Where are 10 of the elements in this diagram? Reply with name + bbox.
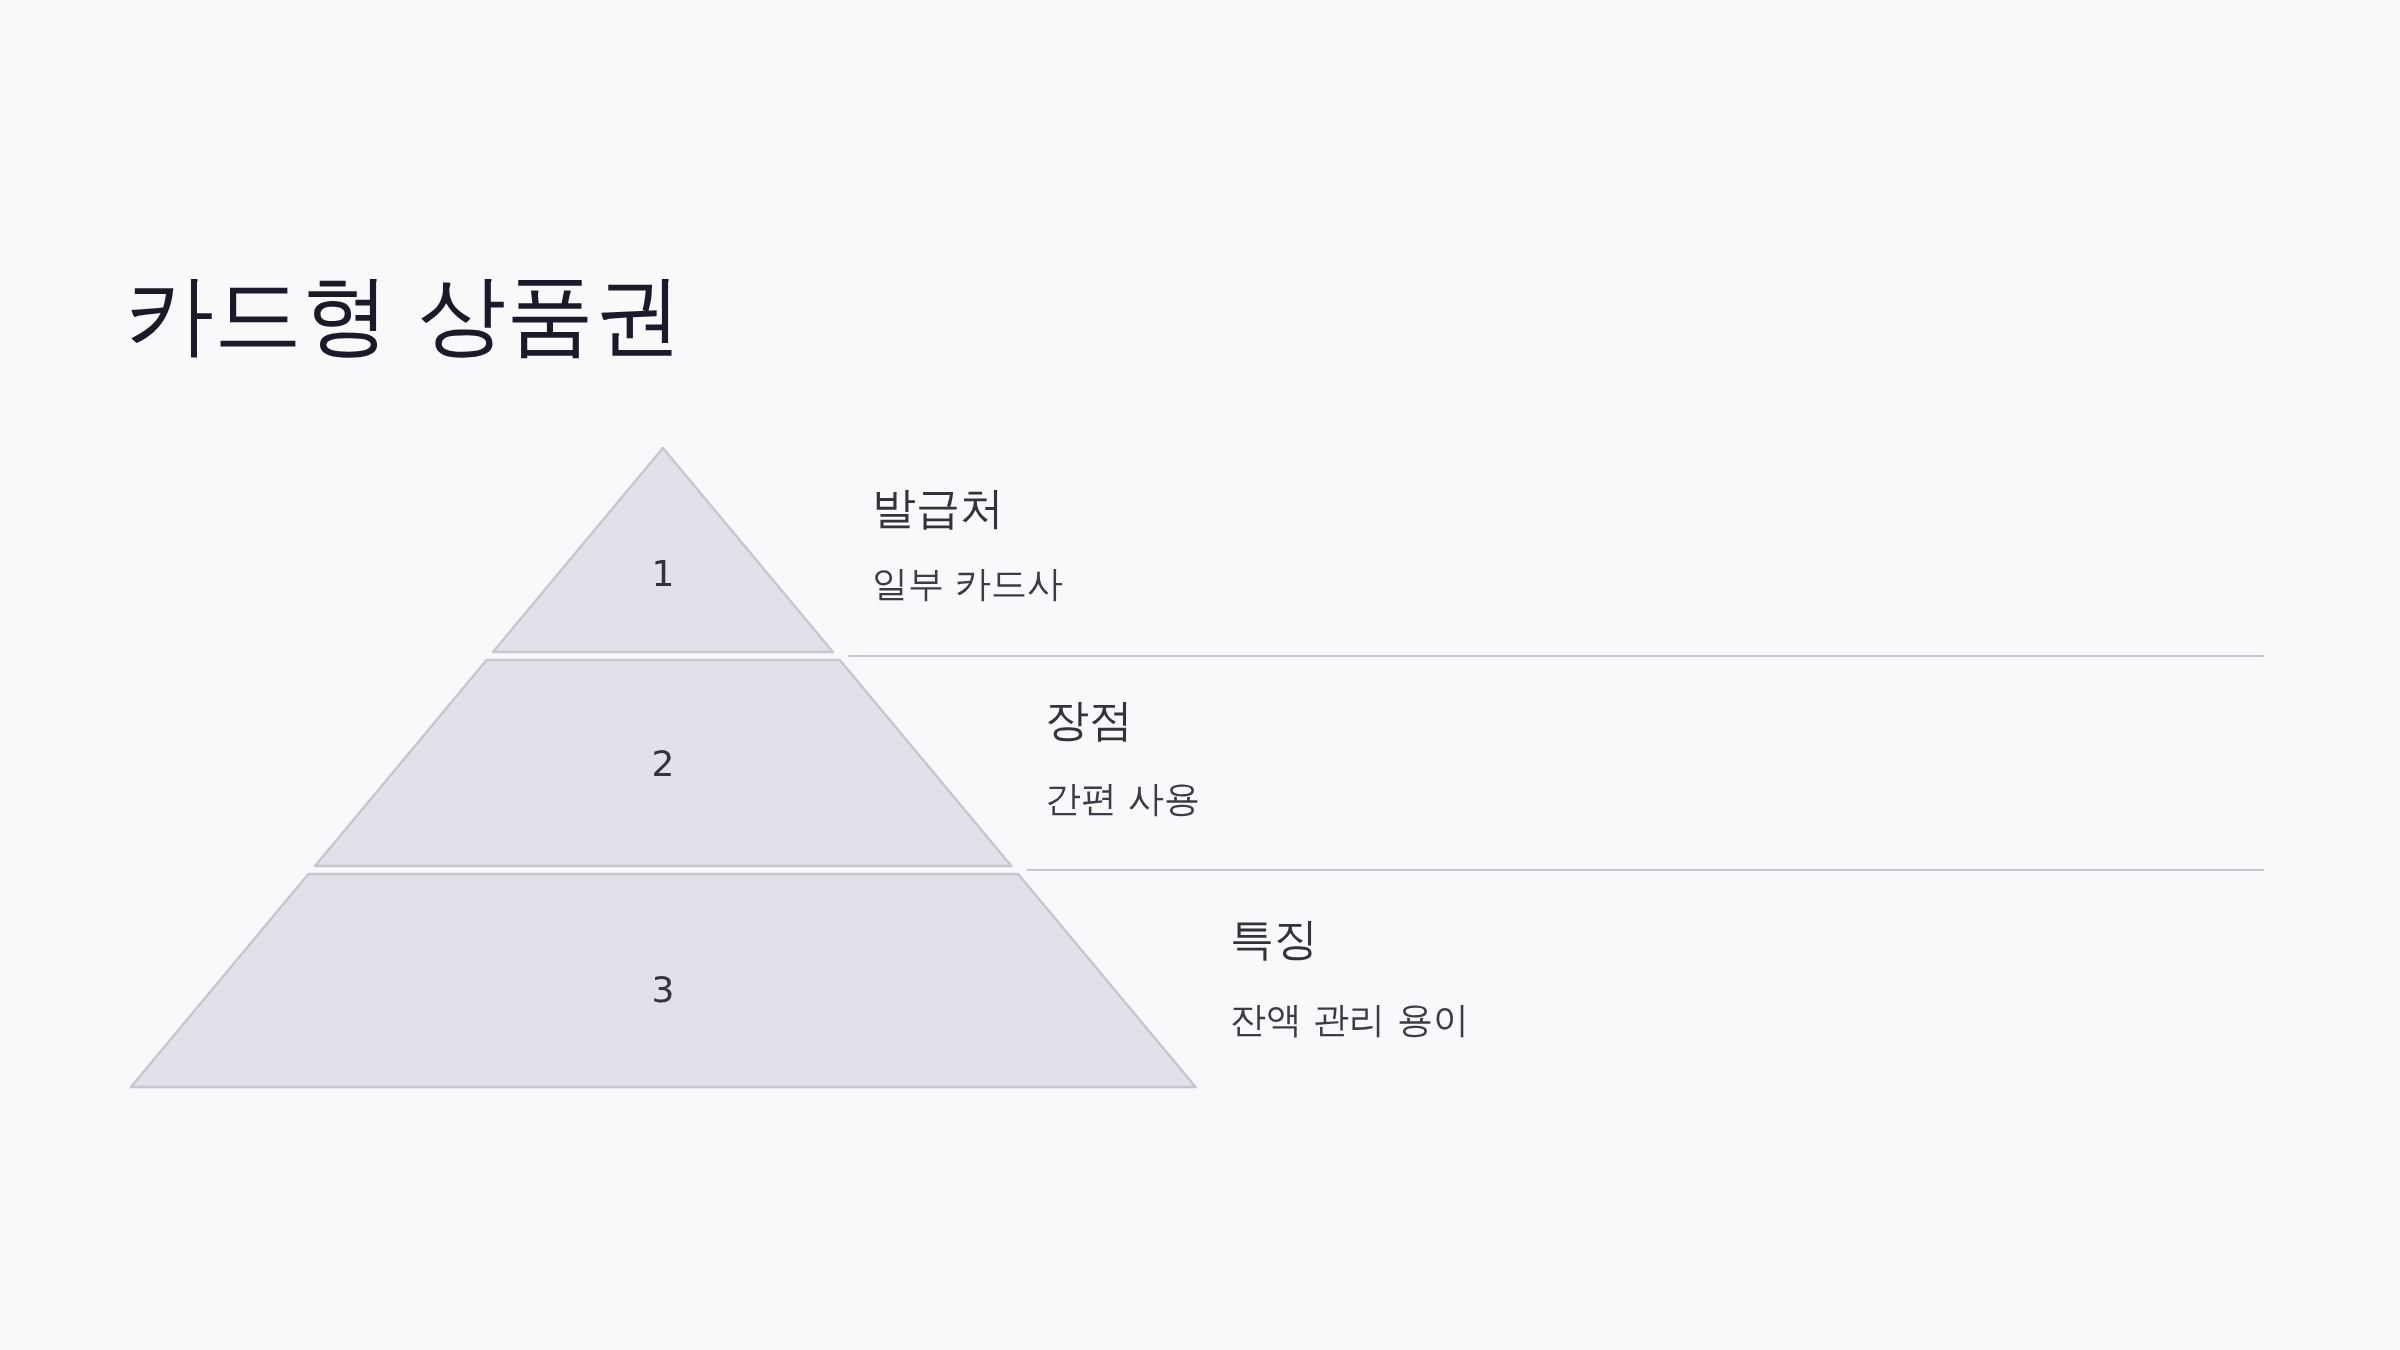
tier-number: 3 xyxy=(651,972,675,1008)
tier-heading: 장점 xyxy=(1045,694,1133,747)
tier-description: 잔액 관리 용이 xyxy=(1230,998,1469,1042)
tier-description: 간편 사용 xyxy=(1045,777,1201,821)
title: 카드형 상품권 xyxy=(126,262,682,368)
tier-number: 2 xyxy=(651,746,675,782)
tier-description: 일부 카드사 xyxy=(872,562,1064,606)
tier-number: 1 xyxy=(651,556,675,592)
tier-heading: 발급처 xyxy=(872,482,1004,535)
tier-heading: 특징 xyxy=(1230,913,1318,966)
